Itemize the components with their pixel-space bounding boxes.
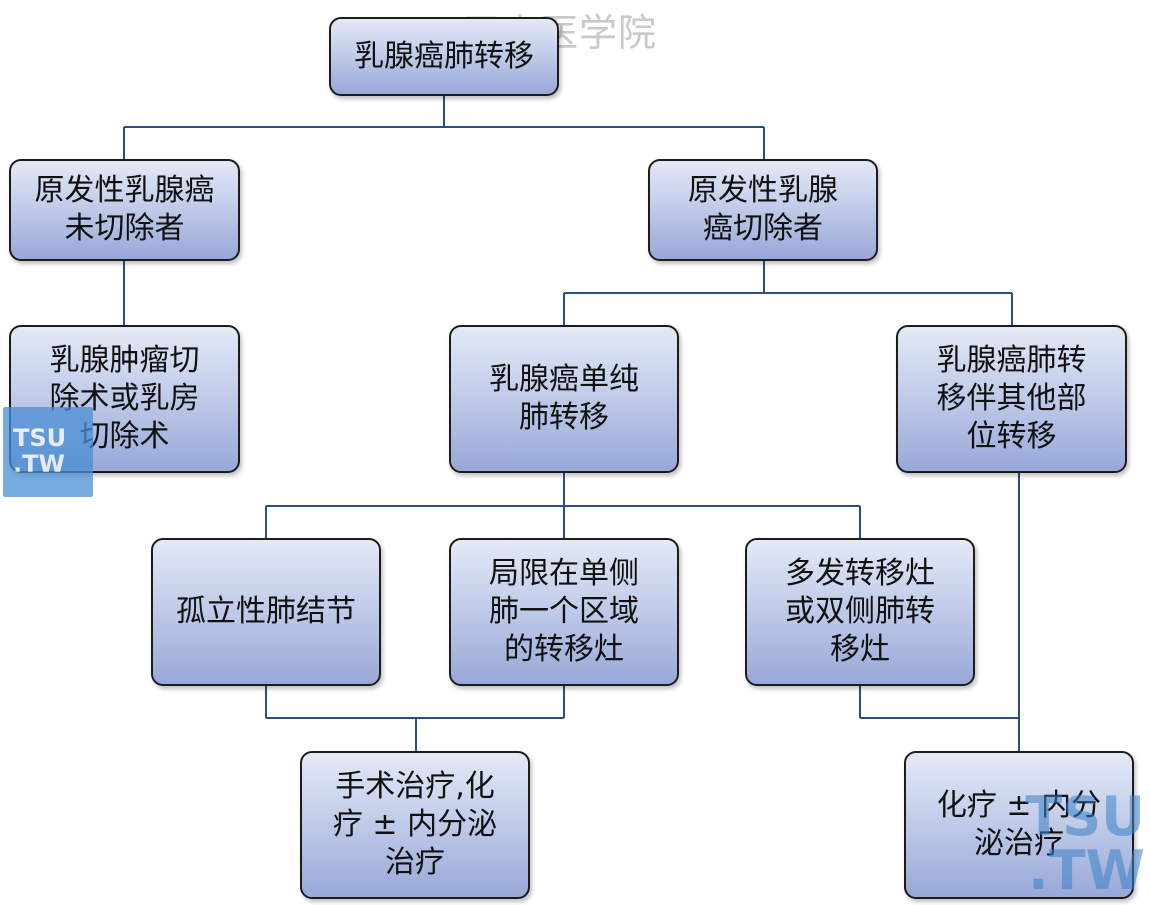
node-lung-only-label: 乳腺癌单纯 肺转移 — [489, 362, 639, 435]
node-resected-label: 原发性乳腺 癌切除者 — [688, 173, 838, 246]
node-multiple: 多发转移灶 或双侧肺转 移灶 — [745, 538, 975, 686]
node-localized-label: 局限在单侧 肺一个区域 的转移灶 — [489, 556, 639, 667]
node-treat-chemo-label: 化疗 ± 内分 泌治疗 — [936, 788, 1102, 861]
node-solitary: 孤立性肺结节 — [151, 538, 381, 686]
tsu-logo-large: TSU .TW — [1025, 785, 1145, 902]
node-not-resected-label: 原发性乳腺癌 未切除者 — [34, 173, 215, 246]
node-root-label: 乳腺癌肺转移 — [354, 38, 534, 74]
tsu-logo-small: TSU .TW — [3, 407, 93, 497]
node-with-other: 乳腺癌肺转 移伴其他部 位转移 — [896, 325, 1127, 473]
node-treat-surgery: 手术治疗,化 疗 ± 内分泌 治疗 — [300, 751, 530, 899]
node-root: 乳腺癌肺转移 — [329, 17, 559, 96]
node-with-other-label: 乳腺癌肺转 移伴其他部 位转移 — [936, 343, 1087, 454]
node-resected: 原发性乳腺 癌切除者 — [648, 159, 878, 261]
tsu-logo-small-text: TSU .TW — [13, 424, 67, 478]
node-solitary-label: 孤立性肺结节 — [176, 594, 356, 629]
node-treat-chemo: 化疗 ± 内分 泌治疗 — [904, 751, 1134, 899]
node-treat-surgery-label: 手术治疗,化 疗 ± 内分泌 治疗 — [332, 769, 498, 880]
node-not-resected: 原发性乳腺癌 未切除者 — [9, 159, 240, 261]
node-multiple-label: 多发转移灶 或双侧肺转 移灶 — [785, 556, 935, 667]
node-localized: 局限在单侧 肺一个区域 的转移灶 — [449, 538, 679, 686]
node-lung-only: 乳腺癌单纯 肺转移 — [449, 325, 679, 473]
